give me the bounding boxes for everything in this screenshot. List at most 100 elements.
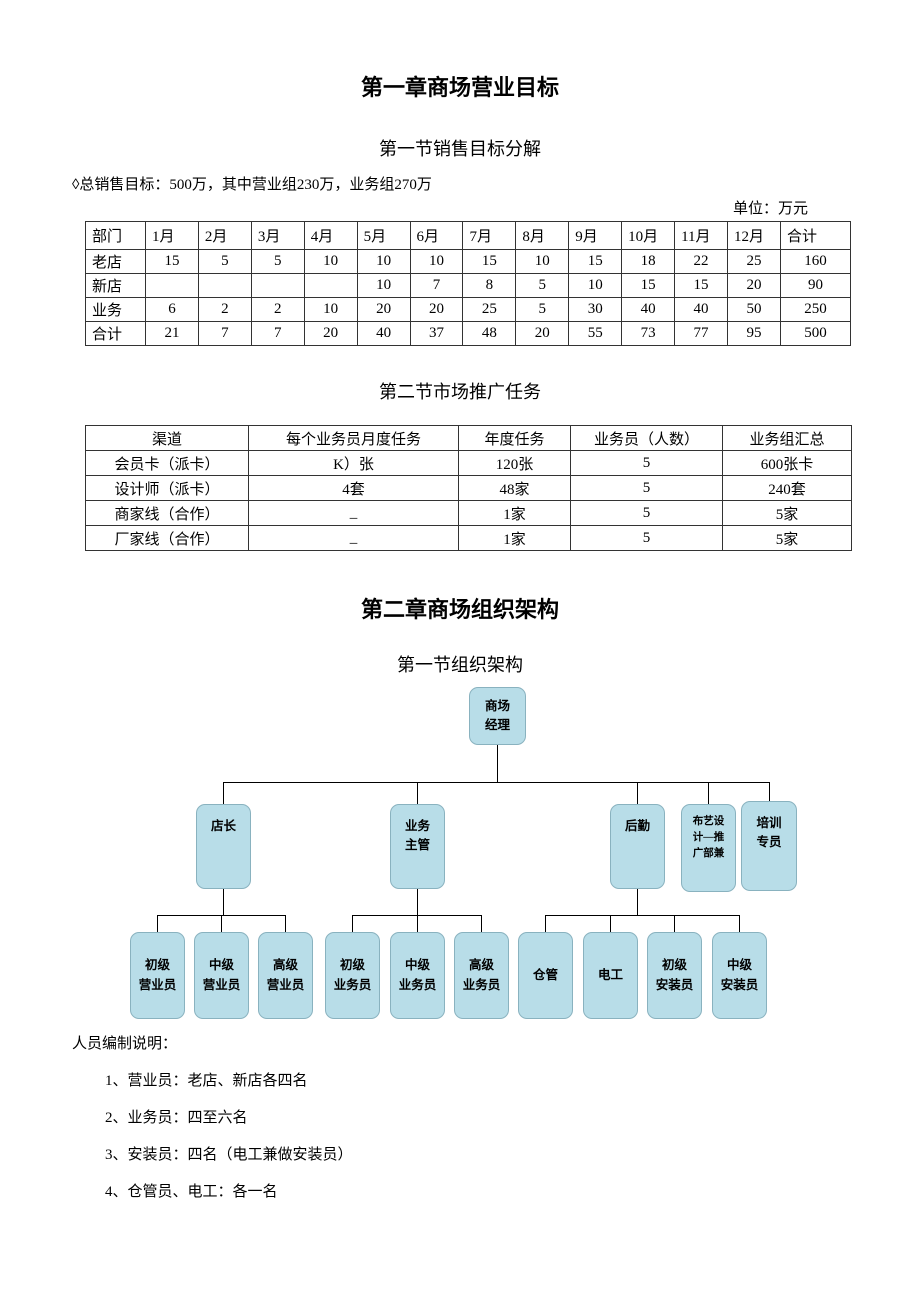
staffing-item: 3、安装员：四名（电工兼做安装员） [105, 1147, 353, 1163]
connector-line [497, 745, 498, 782]
org-box-junior-installer: 初级 安装员 [647, 932, 702, 1019]
table-cell: 合计 [85, 321, 146, 346]
table-cell: 7 [409, 273, 464, 298]
connector-line [417, 889, 418, 915]
table-cell: 2 [197, 297, 252, 322]
table-cell: 5 [570, 475, 723, 501]
column-header: 部门 [85, 221, 146, 250]
column-header: 4月 [303, 221, 358, 250]
table-cell: 5 [197, 249, 252, 274]
table-cell: 1家 [458, 525, 571, 551]
staffing-item: 2、业务员：四至六名 [105, 1110, 248, 1126]
table-cell: 20 [409, 297, 464, 322]
connector-line [223, 889, 224, 915]
column-header: 11月 [674, 221, 728, 250]
table-cell [197, 273, 252, 298]
table-cell: 18 [621, 249, 676, 274]
connector-line [769, 782, 770, 801]
table-cell: 90 [780, 273, 851, 298]
column-header: 10月 [621, 221, 676, 250]
table-cell: 55 [568, 321, 623, 346]
table-cell: 老店 [85, 249, 146, 274]
staffing-note-title: 人员编制说明： [72, 1036, 178, 1052]
table-cell: 120张 [458, 450, 571, 476]
table-cell: 50 [726, 297, 782, 322]
table-cell [250, 273, 305, 298]
table-cell: 21 [145, 321, 199, 346]
table-cell: 15 [621, 273, 676, 298]
staffing-item: 1、营业员：老店、新店各四名 [105, 1073, 308, 1089]
table-cell: 10 [515, 249, 570, 274]
org-box-mid-installer: 中级 安装员 [712, 932, 767, 1019]
section3-title: 第一节组织架构 [397, 655, 523, 675]
table-cell: 15 [462, 249, 517, 274]
column-header: 年度任务 [458, 425, 571, 451]
table-cell: 30 [568, 297, 623, 322]
table-cell: 8 [462, 273, 517, 298]
connector-line [545, 915, 740, 916]
table-cell: 10 [568, 273, 623, 298]
table-cell: 25 [462, 297, 517, 322]
table-cell: 25 [726, 249, 782, 274]
section1-title: 第一节销售目标分解 [379, 139, 541, 159]
table-cell: 15 [674, 273, 728, 298]
column-header: 3月 [250, 221, 305, 250]
org-chart: 商场 经理 店长 业务 主管 后勤 布艺设 计—推 广部兼 培训 专员 初级 营… [0, 682, 920, 1027]
connector-line [610, 915, 611, 932]
column-header: 业务组汇总 [722, 425, 852, 451]
table-cell: 20 [356, 297, 411, 322]
table-cell: 22 [674, 249, 728, 274]
org-box-training-specialist: 培训 专员 [741, 801, 797, 891]
table-cell: 48家 [458, 475, 571, 501]
table-cell: 240套 [722, 475, 852, 501]
table-cell: 4套 [248, 475, 459, 501]
column-header: 5月 [356, 221, 411, 250]
connector-line [285, 915, 286, 932]
table-cell: K）张 [248, 450, 459, 476]
table-cell: 6 [145, 297, 199, 322]
section2-title: 第二节市场推广任务 [379, 382, 541, 402]
table-cell: 600张卡 [722, 450, 852, 476]
connector-line [637, 782, 638, 804]
org-box-mid-salesman: 中级 业务员 [390, 932, 445, 1019]
org-box-senior-salesman: 高级 业务员 [454, 932, 509, 1019]
chapter1-title: 第一章商场营业目标 [360, 75, 559, 100]
table-cell: 20 [726, 273, 782, 298]
org-box-store-manager: 店长 [196, 804, 251, 889]
table-cell: 40 [356, 321, 411, 346]
connector-line [157, 915, 158, 932]
table-cell: 业务 [85, 297, 146, 322]
table-cell: 15 [568, 249, 623, 274]
table-cell: 5 [570, 525, 723, 551]
connector-line [481, 915, 482, 932]
connector-line [674, 915, 675, 932]
org-box-senior-salesperson: 高级 营业员 [258, 932, 313, 1019]
connector-line [708, 782, 709, 804]
chapter2-title: 第二章商场组织架构 [360, 597, 559, 622]
table-cell: 5 [250, 249, 305, 274]
table-cell: 10 [303, 249, 358, 274]
table-cell: 7 [250, 321, 305, 346]
column-header: 12月 [726, 221, 782, 250]
table-cell [145, 273, 199, 298]
table-cell: 2 [250, 297, 305, 322]
column-header: 6月 [409, 221, 464, 250]
org-box-junior-salesperson: 初级 营业员 [130, 932, 185, 1019]
column-header: 每个业务员月度任务 [248, 425, 459, 451]
connector-line [545, 915, 546, 932]
org-box-fabric-design-promotion: 布艺设 计—推 广部兼 [681, 804, 736, 892]
table-cell: 商家线（合作） [85, 500, 249, 526]
connector-line [637, 889, 638, 915]
table-cell: 会员卡（派卡） [85, 450, 249, 476]
table-cell: 5家 [722, 525, 852, 551]
table-cell: 15 [145, 249, 199, 274]
org-box-logistics: 后勤 [610, 804, 665, 889]
org-box-mid-salesperson: 中级 营业员 [194, 932, 249, 1019]
table-cell: 5 [570, 500, 723, 526]
